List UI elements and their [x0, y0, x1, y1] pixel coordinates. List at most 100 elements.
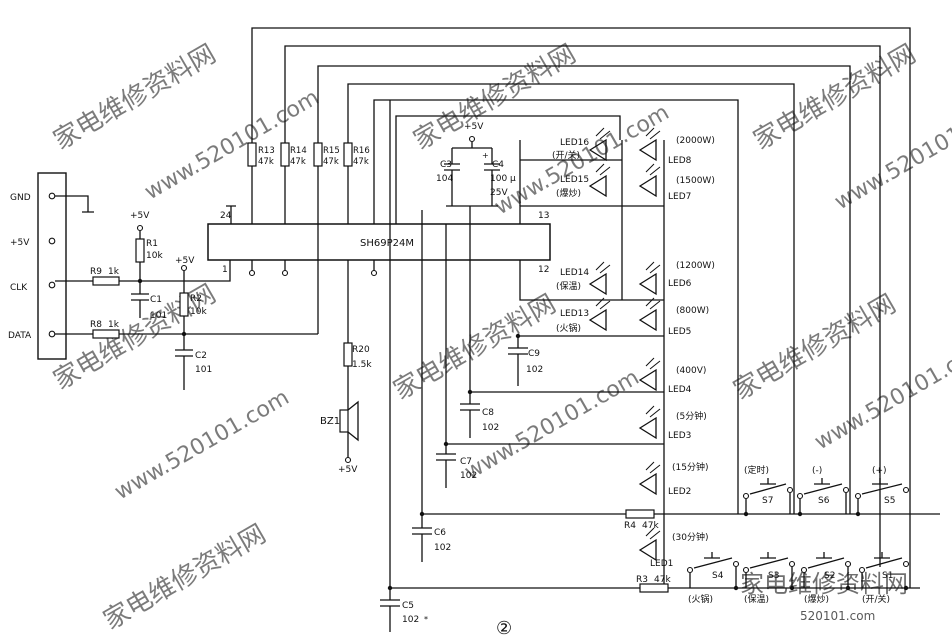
figure-number: ② [496, 618, 512, 639]
led4-name: LED4 [668, 385, 692, 395]
supply-capacitors: +5V + C3 104 C4 100 μ 25V [436, 122, 516, 207]
resistor-r2 [179, 292, 189, 317]
led1-name: LED1 [650, 559, 673, 569]
led16-name: LED16 [560, 138, 589, 148]
pull-up-resistors: R13 47k R14 47k R15 47k R16 47k [247, 27, 911, 588]
watermark-url: www.520101.com [111, 385, 294, 505]
resistor-r15 [313, 142, 323, 167]
led7-note: (1500W) [676, 176, 715, 186]
c6-name: C6 [434, 528, 446, 538]
led14-note: (保温) [556, 280, 581, 292]
watermark-text: 家电维修资料网 [409, 39, 582, 156]
r16-value: 47k [353, 157, 369, 167]
s1-name: S1 [882, 571, 893, 581]
ic-pin1-label: 1 [222, 265, 228, 275]
s2-note: (爆炒) [804, 593, 829, 605]
led16: LED16 (开/关) [552, 127, 611, 162]
c-supply: +5V [464, 122, 484, 132]
resistor-r9 [92, 276, 120, 286]
resistor-r14 [280, 142, 290, 167]
s6-name: S6 [818, 496, 830, 506]
r8-name: R8 [90, 320, 102, 330]
led5-name: LED5 [668, 327, 691, 337]
c4-voltage: 25V [490, 188, 508, 198]
s1-note: (开/关) [862, 593, 890, 605]
led2-note: (15分钟) [672, 461, 708, 473]
c8-name: C8 [482, 408, 494, 418]
led4: LED4 (400V) [638, 357, 706, 395]
led15-note: (爆炒) [556, 187, 581, 199]
s4-name: S4 [712, 571, 724, 581]
s5-name: S5 [884, 496, 895, 506]
r9-value: 1k [108, 267, 120, 277]
r20-value: 1.5k [352, 360, 372, 370]
ic-sh69p24m: SH69P24M 24 1 13 12 [207, 205, 551, 277]
watermark-url: www.520101.com [831, 95, 952, 215]
connector-pin-data: DATA [8, 331, 32, 341]
r2-supply: +5V [175, 256, 195, 266]
c4-value: 100 μ [490, 174, 516, 184]
r1-supply: +5V [130, 211, 150, 221]
c1-name: C1 [150, 295, 162, 305]
c2-name: C2 [195, 351, 207, 361]
led4-note: (400V) [676, 366, 706, 376]
s3-note: (保温) [744, 593, 769, 605]
resistor-r1 [135, 238, 145, 263]
led8-name: LED8 [668, 156, 692, 166]
c5-value: 102 [402, 615, 419, 625]
ic-pin24-label: 24 [220, 211, 232, 221]
watermark-text: 家电维修资料网 [749, 39, 922, 156]
c9-value: 102 [526, 365, 543, 375]
watermark-text: 家电维修资料网 [389, 289, 562, 406]
c2-value: 101 [195, 365, 212, 375]
corner-watermark-logo: 家电维修资料网 520101.com [740, 570, 908, 623]
s6-note: (-) [812, 466, 822, 476]
led16-note: (开/关) [552, 149, 580, 161]
resistor-r13 [247, 142, 257, 167]
led5: LED5 (800W) [638, 297, 709, 337]
led14-name: LED14 [560, 268, 589, 278]
corner-logo-url: 520101.com [800, 609, 875, 623]
switch-s7: S7 (定时) [742, 464, 794, 517]
resistor-r8 [92, 329, 120, 339]
led3: LED3 (5分钟) [638, 405, 707, 441]
led15-name: LED15 [560, 175, 589, 185]
led6: LED6 (1200W) [638, 261, 715, 296]
led6-note: (1200W) [676, 261, 715, 271]
buzzer-circuit: R20 1.5k BZ1 +5V [320, 260, 372, 475]
input-network: R9 1k R8 1k +5V R1 10k C1 101 +5V R2 10k… [55, 211, 318, 390]
led15: LED15 (爆炒) [556, 163, 611, 199]
resistor-r4 [625, 509, 655, 519]
led7: LED7 (1500W) [638, 163, 715, 202]
r13-name: R13 [258, 146, 275, 156]
corner-logo-text: 家电维修资料网 [740, 570, 908, 598]
led13-name: LED13 [560, 309, 589, 319]
led3-name: LED3 [668, 431, 691, 441]
watermark-text: 家电维修资料网 [729, 289, 902, 406]
switch-s5: S5 (+) [854, 466, 910, 517]
c4-plus-sign: + [482, 151, 489, 160]
led1-note: (30分钟) [672, 531, 708, 543]
r13-value: 47k [258, 157, 274, 167]
s5-note: (+) [872, 466, 887, 476]
buzzer-label: BZ1 [320, 416, 340, 427]
led2-name: LED2 [668, 487, 691, 497]
watermark-text: 家电维修资料网 [99, 519, 272, 636]
switch-s1: S1 (开/关) [858, 552, 910, 605]
led3-note: (5分钟) [676, 410, 707, 422]
c5-mark: * [424, 615, 428, 624]
s4-note: (火锅) [688, 594, 713, 605]
switch-s2: S2 (爆炒) [800, 552, 852, 605]
connector-pin-clk: CLK [10, 283, 28, 293]
led6-name: LED6 [668, 279, 692, 289]
r2-name: R2 [190, 294, 202, 304]
r2-value: 10k [190, 307, 207, 317]
c6-value: 102 [434, 543, 451, 553]
resistor-r20 [343, 342, 353, 367]
led14: LED14 (保温) [556, 261, 611, 296]
led13-note: (火锅) [556, 323, 581, 334]
led7-name: LED7 [668, 192, 691, 202]
connector-pin-5v: +5V [10, 238, 30, 248]
ic-pin13-label: 13 [538, 211, 549, 221]
c1-value: 101 [150, 311, 167, 321]
